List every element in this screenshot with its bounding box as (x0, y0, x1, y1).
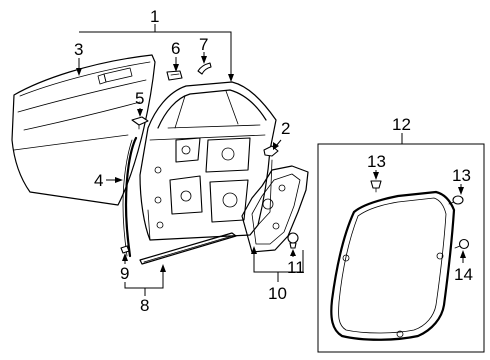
callout-10: 10 (268, 284, 287, 303)
clip-part-13-left (370, 180, 382, 193)
callout-2: 2 (281, 119, 290, 138)
inner-door-frame (139, 81, 277, 241)
callout-numbers: 1 3 6 7 5 2 4 9 8 10 11 12 13 13 14 (74, 7, 473, 315)
door-weatherstrip-part-12 (330, 190, 456, 341)
clip-part-9 (120, 245, 130, 254)
callout-11: 11 (287, 258, 305, 277)
callout-3: 3 (74, 40, 83, 59)
clip-part-5 (131, 116, 149, 130)
outer-door-panel (11, 54, 156, 206)
callout-14: 14 (454, 265, 473, 284)
callout-5: 5 (135, 89, 144, 108)
callout-12: 12 (392, 115, 411, 134)
callout-13-right: 13 (452, 166, 471, 185)
bracket-part-7 (197, 62, 212, 75)
grommet-part-11 (287, 232, 299, 249)
callout-4: 4 (94, 171, 103, 190)
leader-lines (76, 24, 466, 296)
callout-6: 6 (171, 39, 180, 58)
callout-7: 7 (199, 35, 208, 54)
callout-9: 9 (120, 264, 129, 283)
clip-part-13-right (448, 195, 464, 205)
bracket-part-6 (166, 70, 183, 81)
lower-weatherstrip (139, 232, 237, 265)
callout-1: 1 (150, 7, 159, 26)
door-channel-strip (122, 136, 138, 258)
clip-part-14 (454, 238, 470, 250)
part-12-detail-box (317, 143, 485, 353)
callout-13-left: 13 (367, 152, 386, 171)
callout-8: 8 (140, 296, 149, 315)
service-hole-cover (241, 165, 309, 253)
